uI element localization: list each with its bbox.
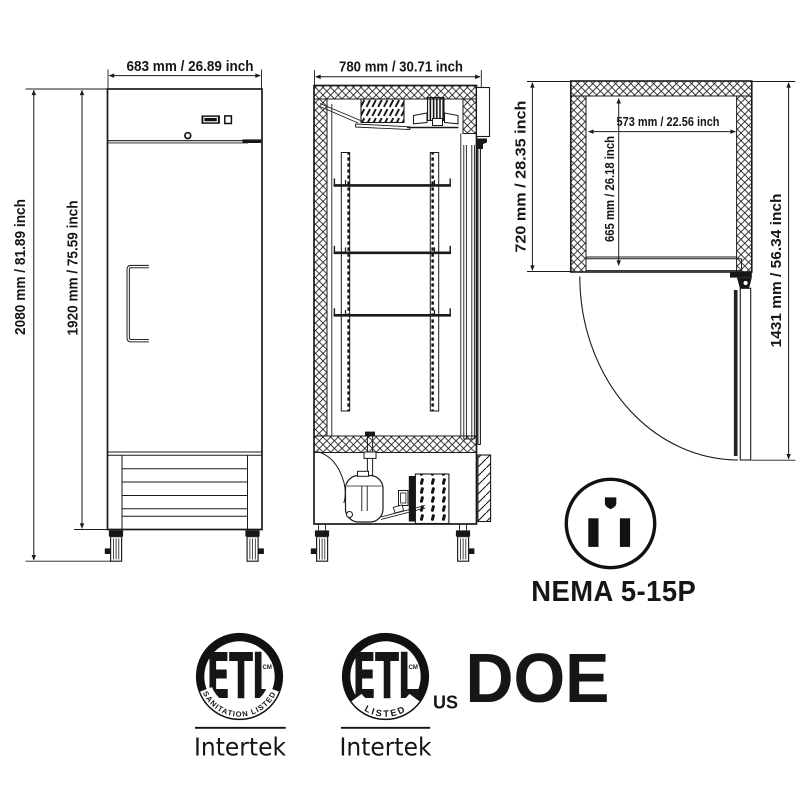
- dim-label-front-width: 683 mm / 26.89 inch: [127, 59, 254, 75]
- condenser-coil: [414, 473, 450, 525]
- insulation-floor: [313, 435, 477, 453]
- etl-us-listed-logo: ETL LISTED CM US Intertek: [340, 632, 458, 762]
- top-dimensions: 720 mm / 28.35 inch 573 mm / 22.56 inch …: [513, 81, 796, 461]
- control-button: [224, 115, 233, 125]
- etl-region: US: [433, 693, 458, 713]
- insulation-back-wall: [313, 98, 328, 437]
- door-top-hinge: [242, 139, 261, 143]
- insulation-top-wall: [313, 85, 477, 100]
- dim-label-top-interior-depth: 665 mm / 26.18 inch: [602, 136, 617, 242]
- etl-arc-text: LISTED: [363, 703, 406, 718]
- intertek-wordmark: Intertek: [340, 733, 433, 762]
- top-view: 720 mm / 28.35 inch 573 mm / 22.56 inch …: [513, 80, 796, 461]
- door-handle: [126, 264, 149, 343]
- etl-trademark: CM: [409, 665, 418, 671]
- ventilation-grille: [122, 468, 248, 517]
- door-open-plan: [733, 287, 752, 461]
- dim-label-top-depth: 720 mm / 28.35 inch: [513, 101, 529, 253]
- insulation-front-top-wall: [462, 98, 477, 134]
- evaporator-coil: [360, 98, 405, 124]
- drain-cap: [365, 431, 375, 437]
- temperature-display: [201, 115, 220, 124]
- plug-standard-label: NEMA 5-15P: [531, 576, 696, 608]
- shelf-rails: [340, 152, 440, 412]
- indicator-light: [184, 131, 192, 140]
- side-dimensions: 780 mm / 30.71 inch: [314, 60, 482, 88]
- pipe: [380, 507, 426, 520]
- drain-collar: [363, 451, 377, 459]
- door-hinge-plan: [730, 272, 752, 291]
- insulation-left-wall-plan: [570, 95, 587, 273]
- shelf: [333, 245, 451, 255]
- insulation-right-wall-plan: [736, 95, 753, 273]
- dim-label-side-depth: 780 mm / 30.71 inch: [339, 60, 463, 76]
- front-cabinet-outline: [106, 88, 263, 531]
- condenser-fan-shroud: [408, 476, 416, 522]
- side-view: 780 mm / 30.71 inch: [310, 60, 492, 562]
- compressor-compartment: [316, 431, 450, 525]
- hot-blade-icon: [619, 518, 631, 547]
- relay-box: [398, 490, 409, 506]
- door-side-profile: [460, 133, 481, 445]
- top-hinge-bracket: [476, 138, 487, 149]
- nema-plug: NEMA 5-15P: [531, 477, 696, 608]
- caster-front-left: [104, 530, 124, 562]
- neutral-blade-icon: [588, 518, 599, 547]
- caster-side-right: [455, 524, 475, 562]
- dim-label-top-door-open-depth: 1431 mm / 56.34 inch: [769, 194, 785, 348]
- plug-face-icon: [564, 477, 657, 570]
- drip-tray: [355, 123, 411, 131]
- etl-trademark: CM: [263, 665, 272, 671]
- shelf: [333, 178, 451, 187]
- etl-sanitation-logo: ETL SANITATION LISTED CM Intertek: [194, 632, 287, 762]
- top-cabinet-outline: [569, 80, 753, 273]
- pipe-joint: [392, 504, 405, 514]
- caster-side-left: [310, 524, 330, 562]
- door-swing-arc: [579, 276, 739, 461]
- insulation-back-wall-plan: [570, 80, 753, 97]
- ground-pin-icon: [604, 497, 617, 510]
- intertek-wordmark: Intertek: [194, 733, 287, 762]
- dim-label-front-total-height: 2080 mm / 81.89 inch: [13, 199, 29, 335]
- dim-label-top-interior-width: 573 mm / 22.56 inch: [617, 114, 720, 129]
- svg-text:LISTED: LISTED: [363, 703, 408, 718]
- door-closed-plan: [585, 258, 742, 272]
- evaporator-fan: [407, 96, 459, 129]
- grille-side-panel: [477, 454, 492, 523]
- air-baffle: [319, 103, 361, 121]
- shelf: [333, 308, 451, 317]
- door-top-flange: [475, 86, 491, 138]
- front-view: 683 mm / 26.89 inch 2080 mm / 81.89 inch…: [13, 59, 264, 562]
- doe-wordmark: DOE: [466, 639, 610, 717]
- dim-label-front-body-height: 1920 mm / 75.59 inch: [66, 201, 82, 336]
- caster-front-right: [245, 530, 264, 562]
- side-cabinet-outline: [313, 84, 478, 525]
- refrigerant-pipe: [316, 451, 346, 504]
- front-dimensions: 683 mm / 26.89 inch 2080 mm / 81.89 inch…: [13, 59, 262, 562]
- air-baffle: [319, 106, 359, 124]
